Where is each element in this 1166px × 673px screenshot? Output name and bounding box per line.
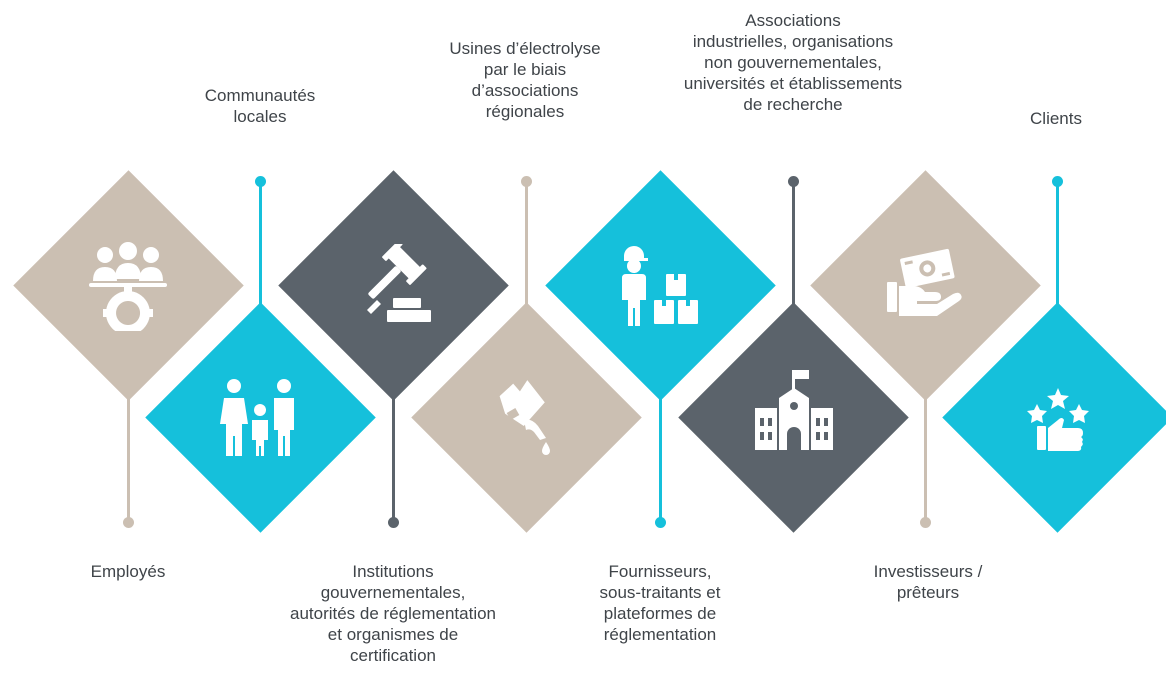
connector-line-employes <box>127 388 130 522</box>
connector-dot-employes <box>123 517 134 528</box>
connector-dot-associations <box>788 176 799 187</box>
stakeholder-label-communautes: Communautés locales <box>204 86 316 126</box>
stakeholder-label-fournisseurs: Fournisseurs, sous-traitants et platefor… <box>599 562 721 644</box>
stakeholder-label-usines: Usines d’électrolyse par le biais d’asso… <box>449 39 601 121</box>
stakeholder-label-clients: Clients <box>1030 109 1082 128</box>
money-hand-icon <box>887 248 962 316</box>
team-gear-icon <box>89 242 167 331</box>
connector-line-usines <box>525 182 528 322</box>
connector-line-fournisseurs <box>659 388 662 522</box>
stakeholder-label-investisseurs: Investisseurs / prêteurs <box>873 562 983 602</box>
connector-dot-investisseurs <box>920 517 931 528</box>
connector-dot-clients <box>1052 176 1063 187</box>
factory-drop-icon <box>499 380 550 455</box>
worker-boxes-icon <box>622 246 698 326</box>
connector-dot-communautes <box>255 176 266 187</box>
connector-dot-fournisseurs <box>655 517 666 528</box>
family-icon <box>220 379 294 456</box>
stakeholder-label-associations: Associations industrielles, organisation… <box>683 11 903 114</box>
stars-thumbs-up-icon <box>1027 388 1089 451</box>
connector-line-clients <box>1056 182 1059 322</box>
school-building-icon <box>755 370 833 450</box>
connector-line-associations <box>792 182 795 322</box>
connector-line-investisseurs <box>924 388 927 522</box>
stakeholder-label-institutions: Institutions gouvernementales, autorités… <box>289 562 497 665</box>
connector-dot-institutions <box>388 517 399 528</box>
connector-dot-usines <box>521 176 532 187</box>
connector-line-communautes <box>259 182 262 322</box>
stakeholder-label-employes: Employés <box>90 562 166 581</box>
connector-line-institutions <box>392 388 395 522</box>
gavel-icon <box>367 244 431 322</box>
